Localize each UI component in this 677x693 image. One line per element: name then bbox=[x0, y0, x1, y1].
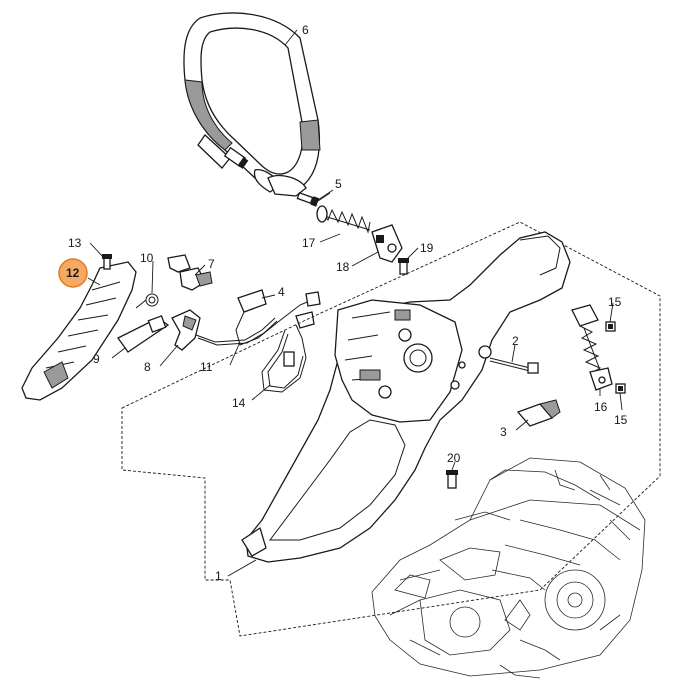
callout-3[interactable]: 3 bbox=[500, 425, 507, 439]
callout-14[interactable]: 14 bbox=[232, 396, 246, 410]
handle-molding-part-12[interactable] bbox=[21, 261, 137, 401]
callout-labels: 6 5 17 19 18 13 12 10 7 4 9 8 11 14 2 3 … bbox=[66, 23, 628, 583]
callout-13[interactable]: 13 bbox=[68, 236, 82, 250]
rear-handle-housing-part-1[interactable] bbox=[241, 231, 571, 563]
callout-15-bottom[interactable]: 15 bbox=[614, 413, 628, 427]
callout-2[interactable]: 2 bbox=[512, 334, 519, 348]
spring-part-17[interactable] bbox=[316, 205, 371, 234]
callout-18[interactable]: 18 bbox=[336, 260, 350, 274]
screw-part-19[interactable] bbox=[398, 258, 409, 275]
selected-part-highlight[interactable] bbox=[58, 258, 88, 288]
callout-9[interactable]: 9 bbox=[93, 352, 100, 366]
callout-8[interactable]: 8 bbox=[144, 360, 151, 374]
callout-20[interactable]: 20 bbox=[447, 451, 461, 465]
callout-12[interactable]: 12 bbox=[66, 266, 80, 280]
callout-11[interactable]: 11 bbox=[200, 360, 213, 374]
screw-part-15-bottom[interactable] bbox=[615, 383, 626, 394]
lever-part-9[interactable] bbox=[117, 315, 170, 353]
throttle-trigger-part-7[interactable] bbox=[167, 254, 213, 291]
callout-7[interactable]: 7 bbox=[208, 257, 215, 271]
callout-5[interactable]: 5 bbox=[335, 177, 342, 191]
leader-lines bbox=[87, 29, 623, 577]
callout-1[interactable]: 1 bbox=[215, 569, 222, 583]
callout-19[interactable]: 19 bbox=[420, 241, 434, 255]
handlebar-part[interactable] bbox=[183, 12, 321, 197]
screw-part-15-top[interactable] bbox=[605, 321, 616, 332]
screw-part-5[interactable] bbox=[296, 191, 331, 207]
bolt-part-2[interactable] bbox=[489, 357, 539, 374]
callout-10[interactable]: 10 bbox=[140, 251, 154, 265]
spring-part-10[interactable] bbox=[135, 293, 159, 309]
av-mount-part-18[interactable] bbox=[371, 224, 403, 263]
cable-part-11[interactable] bbox=[195, 317, 278, 346]
clip-part-3[interactable] bbox=[516, 399, 561, 427]
wire-harness-part-14[interactable] bbox=[261, 311, 315, 393]
callout-4[interactable]: 4 bbox=[278, 285, 285, 299]
screw-part-20[interactable] bbox=[446, 470, 458, 489]
throttle-lever-part-8[interactable] bbox=[171, 309, 201, 351]
callout-16[interactable]: 16 bbox=[594, 400, 608, 414]
assembly-outline bbox=[121, 221, 661, 637]
connector-part-4[interactable] bbox=[235, 289, 321, 346]
screw-part-13[interactable] bbox=[102, 254, 112, 270]
callout-6[interactable]: 6 bbox=[302, 23, 309, 37]
callout-15-top[interactable]: 15 bbox=[608, 295, 622, 309]
engine-block bbox=[371, 457, 646, 679]
callout-17[interactable]: 17 bbox=[302, 236, 316, 250]
av-spring-part-16[interactable] bbox=[571, 304, 613, 391]
